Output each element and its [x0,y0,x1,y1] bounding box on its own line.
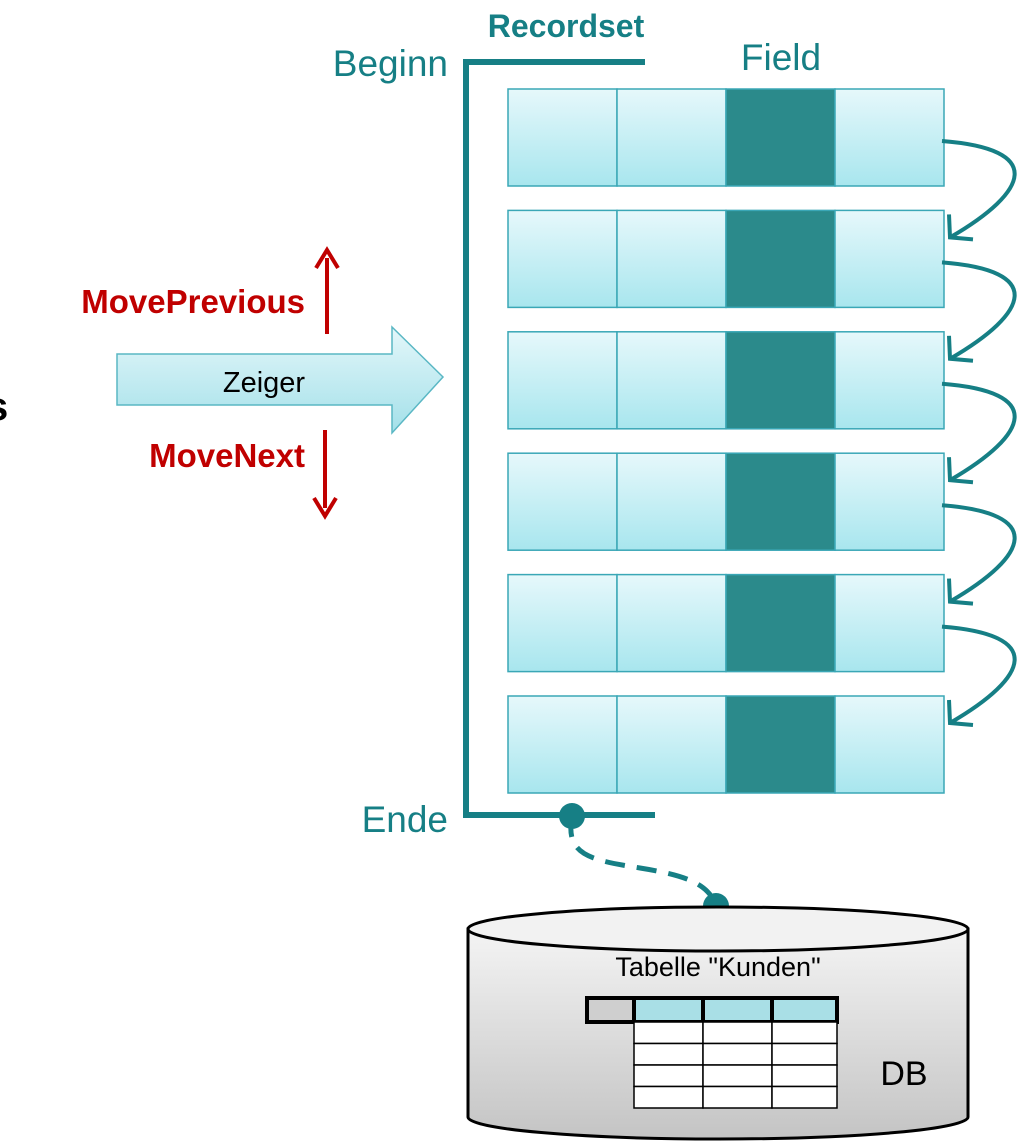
record-row [507,209,945,309]
table-header-cell [632,996,705,1024]
zeiger-label: Zeiger [223,367,306,399]
table-header-cell [585,996,636,1024]
recordset-title: Recordset [488,8,645,44]
link-arrow-icon [941,381,1017,485]
table-cell [771,1064,838,1088]
table-header-cell [770,996,839,1024]
connector-dot-top [559,803,585,829]
record-list [507,88,945,794]
table-cell [702,1021,773,1045]
field-cell-highlighted [725,452,836,551]
table-cell [633,1064,704,1088]
field-cell [616,331,727,430]
field-cell [834,695,945,794]
table-cell [702,1085,773,1109]
field-cell [834,209,945,309]
field-cell [616,88,727,187]
record-row [507,452,945,551]
table-cell [633,1021,704,1045]
table-cell [771,1085,838,1109]
field-cell-highlighted [725,88,836,187]
table-caption: Tabelle "Kunden" [615,952,820,982]
record-row [507,88,945,187]
table-cell [702,1064,773,1088]
field-cell [616,695,727,794]
field-cell [507,452,618,551]
ende-label: Ende [362,799,448,840]
table-cell [702,1042,773,1066]
db-connection-line [568,816,719,907]
field-cell-highlighted [725,573,836,673]
cut-off-text: s [0,385,8,429]
db-label: DB [880,1055,927,1093]
arrow-down-icon [312,430,338,520]
link-arrow-icon [941,624,1017,727]
link-arrow-icon [941,139,1017,242]
field-cell [616,209,727,309]
table-header-cell [701,996,774,1024]
field-cell [507,331,618,430]
link-arrow-icon [941,260,1017,363]
table-cell [771,1021,838,1045]
field-cell [834,88,945,187]
field-label: Field [741,37,821,78]
field-cell-highlighted [725,209,836,309]
field-cell [507,573,618,673]
arrow-up-icon [314,246,340,334]
record-row [507,695,945,794]
customer-table [585,996,839,1109]
record-row [507,573,945,673]
field-cell [507,88,618,187]
link-arrow-icon [941,503,1017,606]
field-cell [507,209,618,309]
table-cell [771,1042,838,1066]
field-cell-highlighted [725,695,836,794]
beginn-label: Beginn [333,43,448,84]
record-links [941,139,1017,727]
table-cell [633,1042,704,1066]
field-cell [507,695,618,794]
table-cell [633,1085,704,1109]
field-cell-highlighted [725,331,836,430]
move-previous-label: MovePrevious [81,283,305,320]
field-cell [834,331,945,430]
field-cell [616,452,727,551]
move-next-label: MoveNext [149,437,305,474]
record-row [507,331,945,430]
field-cell [834,573,945,673]
field-cell [834,452,945,551]
field-cell [616,573,727,673]
zeiger-arrow [116,325,445,435]
